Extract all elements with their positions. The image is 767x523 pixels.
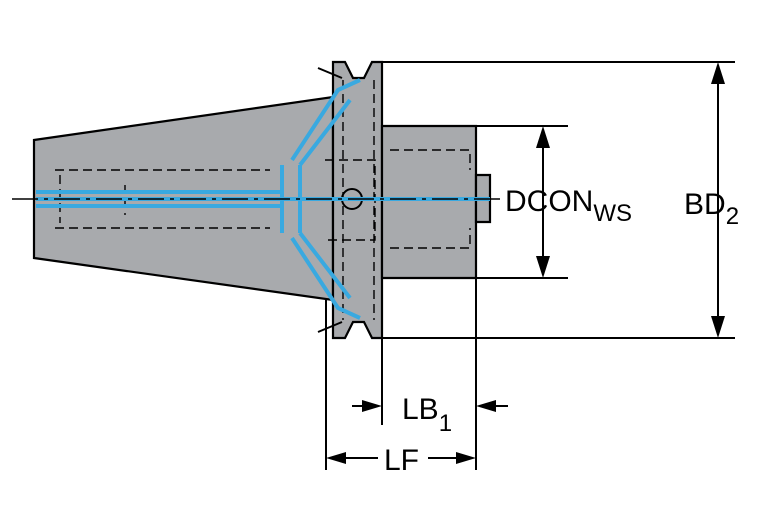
dcon-label: DCONWS <box>505 185 632 227</box>
dcon-dimension <box>476 125 568 279</box>
lb1-dimension <box>352 278 508 470</box>
bd2-dimension <box>382 61 735 339</box>
lb1-label: LB1 <box>402 393 452 437</box>
lf-label: LF <box>384 444 419 477</box>
lf-dimension <box>325 300 476 470</box>
coolant-channels <box>36 78 490 320</box>
bd2-label: BD2 <box>684 188 739 230</box>
